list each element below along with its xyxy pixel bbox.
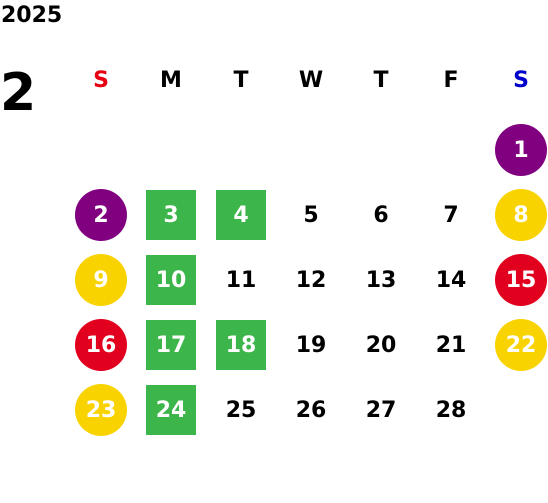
day-cell[interactable]: 24: [141, 384, 201, 436]
day-number-square: 24: [146, 385, 196, 435]
day-cell[interactable]: 14: [421, 254, 481, 306]
day-cell[interactable]: 20: [351, 319, 411, 371]
calendar-year: 2025: [1, 3, 63, 28]
day-cell[interactable]: 1: [491, 124, 548, 176]
day-cell[interactable]: 11: [211, 254, 271, 306]
day-number-square: 18: [216, 320, 266, 370]
weekday-label: W: [298, 68, 324, 93]
day-number-circle: 16: [75, 319, 127, 371]
day-cell[interactable]: 18: [211, 319, 271, 371]
day-number-square: 4: [216, 190, 266, 240]
day-number: 28: [435, 397, 467, 423]
day-number: 11: [225, 267, 257, 293]
day-cell[interactable]: 17: [141, 319, 201, 371]
day-number: 14: [435, 267, 467, 293]
day-cell[interactable]: 10: [141, 254, 201, 306]
day-cell[interactable]: 9: [71, 254, 131, 306]
day-number-square: 17: [146, 320, 196, 370]
day-number-circle: 1: [495, 124, 547, 176]
day-cell[interactable]: 22: [491, 319, 548, 371]
day-number: 5: [303, 202, 319, 228]
day-number: 26: [295, 397, 327, 423]
day-number-square: 10: [146, 255, 196, 305]
day-cell[interactable]: 28: [421, 384, 481, 436]
weekday-label: M: [160, 68, 182, 93]
day-number-square: 3: [146, 190, 196, 240]
day-number: 12: [295, 267, 327, 293]
day-cell[interactable]: 13: [351, 254, 411, 306]
day-number: 19: [295, 332, 327, 358]
weekday-label: T: [373, 68, 389, 93]
weekday-label: S: [93, 68, 109, 93]
day-cell[interactable]: 16: [71, 319, 131, 371]
day-cell[interactable]: 7: [421, 189, 481, 241]
weekday-label: S: [513, 68, 529, 93]
weekday-label: T: [233, 68, 249, 93]
day-cell[interactable]: 6: [351, 189, 411, 241]
day-cell[interactable]: 25: [211, 384, 271, 436]
day-cell[interactable]: 12: [281, 254, 341, 306]
day-cell[interactable]: 27: [351, 384, 411, 436]
day-number: 20: [365, 332, 397, 358]
day-number: 25: [225, 397, 257, 423]
day-number: 27: [365, 397, 397, 423]
day-cell[interactable]: 2: [71, 189, 131, 241]
day-cell[interactable]: 21: [421, 319, 481, 371]
day-cell[interactable]: 4: [211, 189, 271, 241]
day-number-circle: 22: [495, 319, 547, 371]
day-cell[interactable]: 5: [281, 189, 341, 241]
day-cell[interactable]: 23: [71, 384, 131, 436]
calendar-month: 2: [0, 63, 37, 123]
weekday-label: F: [443, 68, 459, 93]
day-number-circle: 9: [75, 254, 127, 306]
day-number-circle: 2: [75, 189, 127, 241]
day-cell[interactable]: 15: [491, 254, 548, 306]
day-number-circle: 23: [75, 384, 127, 436]
day-number: 13: [365, 267, 397, 293]
day-number: 7: [443, 202, 459, 228]
day-number-circle: 15: [495, 254, 547, 306]
day-cell[interactable]: 26: [281, 384, 341, 436]
day-number-circle: 8: [495, 189, 547, 241]
day-number: 21: [435, 332, 467, 358]
day-cell[interactable]: 3: [141, 189, 201, 241]
day-number: 6: [373, 202, 389, 228]
day-cell[interactable]: 19: [281, 319, 341, 371]
day-cell[interactable]: 8: [491, 189, 548, 241]
